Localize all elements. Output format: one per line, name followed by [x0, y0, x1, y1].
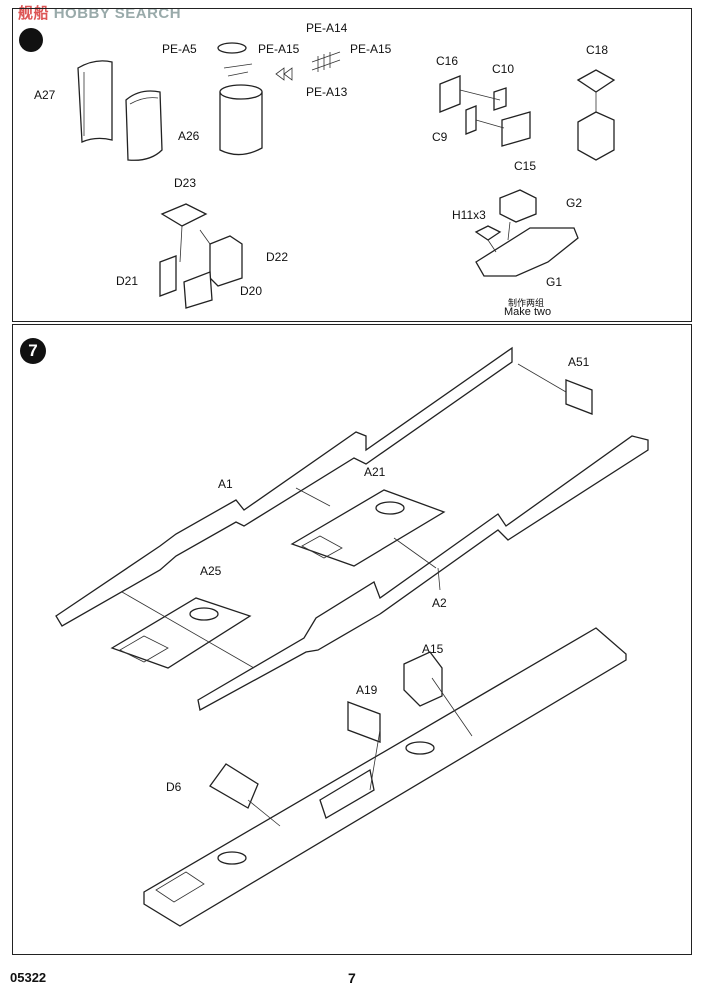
step-7-badge: 7: [20, 338, 46, 364]
rail-a2-drawing: [197, 435, 649, 711]
label-d23: D23: [174, 176, 197, 190]
label-a27: A27: [34, 88, 56, 102]
label-c18: C18: [586, 43, 609, 57]
label-c10: C10: [492, 62, 515, 76]
label-d21: D21: [116, 274, 139, 288]
label-a2: A2: [432, 596, 447, 610]
note-make-two-en: Make two: [504, 306, 552, 318]
label-pe-a15-left: PE-A15: [258, 42, 300, 56]
plate-a25-drawing: [110, 597, 252, 669]
leader-lines: [121, 363, 567, 827]
chassis-assembly-drawing: [143, 627, 627, 927]
label-g1: G1: [546, 275, 563, 289]
label-pe-a15-right: PE-A15: [350, 42, 392, 56]
part-d6-drawing: [209, 763, 259, 809]
label-g2: G2: [566, 196, 583, 210]
part-a27-drawing: [77, 60, 113, 143]
label-a26: A26: [178, 129, 200, 143]
product-code: 05322: [10, 970, 47, 985]
part-a15-drawing: [403, 651, 443, 707]
direction-chevrons: [275, 67, 293, 81]
bracket-c15-drawing: [439, 75, 531, 147]
part-a51-drawing: [565, 379, 593, 415]
label-a15: A15: [422, 642, 444, 656]
label-d20: D20: [240, 284, 263, 298]
watermark: 舰船 HOBBY SEARCH: [18, 2, 181, 23]
label-c9: C9: [432, 130, 448, 144]
watermark-chinese: 舰船: [18, 5, 50, 22]
label-d6: D6: [166, 780, 182, 794]
watermark-latin: HOBBY SEARCH: [53, 5, 182, 22]
label-pe-a13: PE-A13: [306, 85, 348, 99]
part-a19-drawing: [347, 701, 381, 743]
label-c16: C16: [436, 54, 459, 68]
note-make-two-cn: 制作两组: [508, 298, 545, 308]
label-pe-a14: PE-A14: [306, 21, 348, 35]
part-a26-drawing: [125, 90, 163, 161]
label-pe-a5: PE-A5: [162, 42, 197, 56]
step-6-panel: [12, 8, 692, 322]
label-a21: A21: [364, 465, 386, 479]
step-7-panel: [12, 324, 692, 955]
label-a25: A25: [200, 564, 222, 578]
pe-parts-drawing: [311, 51, 341, 72]
label-a19: A19: [356, 683, 378, 697]
label-h11x3: H11x3: [452, 208, 486, 222]
page-number: 7: [348, 970, 356, 986]
plate-a21-drawing: [290, 489, 446, 567]
d-parts-drawing: [159, 203, 243, 309]
rail-a1-drawing: [55, 346, 513, 627]
label-a51: A51: [568, 355, 590, 369]
g-parts-drawing: [474, 189, 579, 277]
part-c18-drawing: [576, 69, 616, 161]
label-a1: A1: [218, 477, 233, 491]
label-d22: D22: [266, 250, 289, 264]
label-c15: C15: [514, 159, 537, 173]
step-6-badge: [19, 28, 43, 52]
funnel-stack-drawing: [217, 42, 263, 156]
